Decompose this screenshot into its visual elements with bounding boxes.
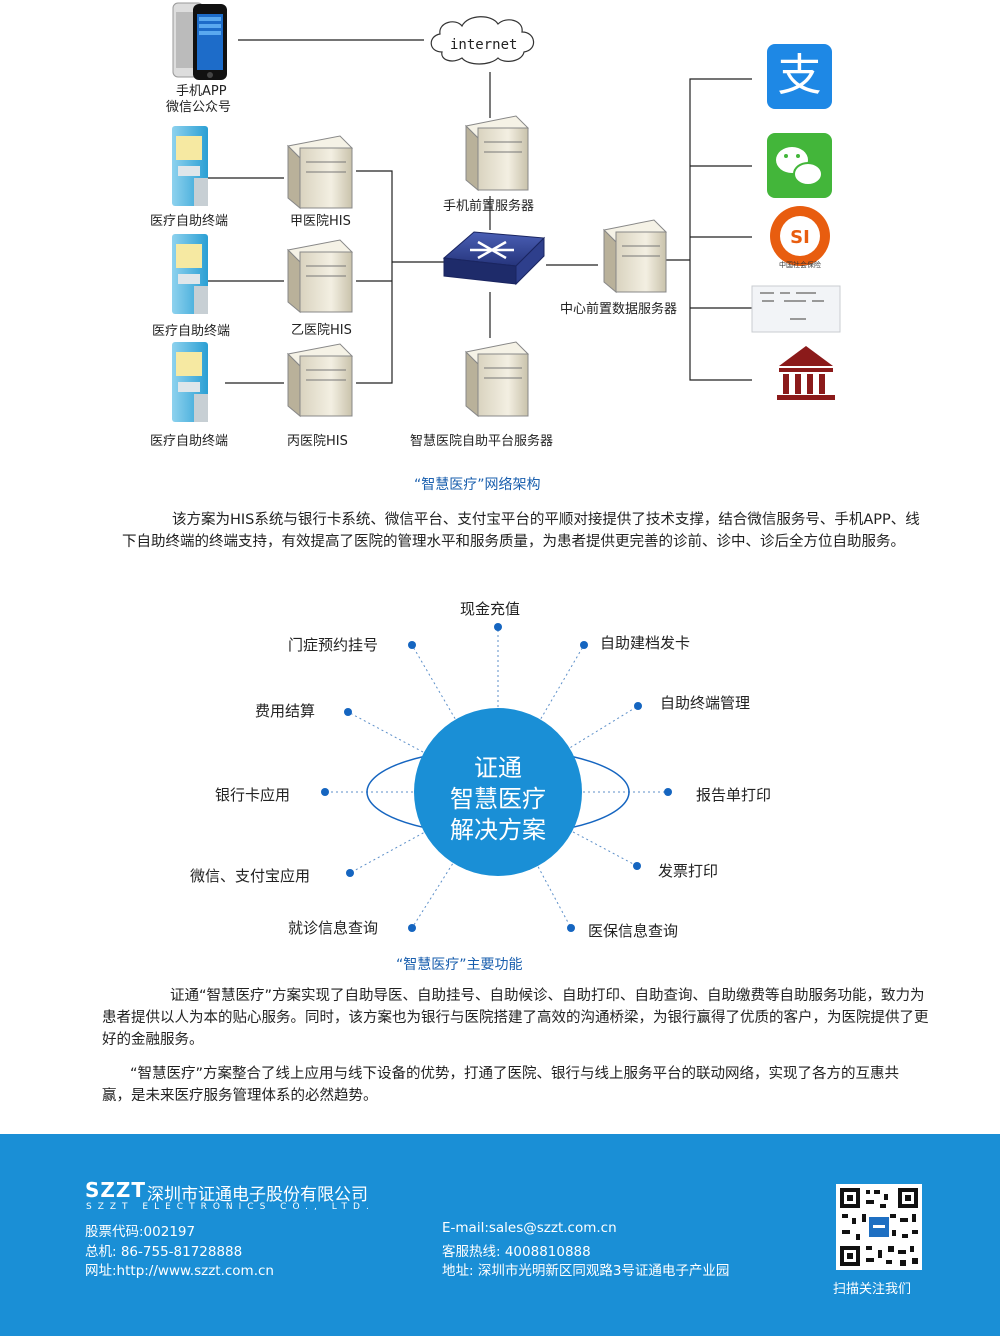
feature-dot (408, 924, 416, 932)
qr-code-icon (836, 1184, 922, 1270)
feature-dot (494, 623, 502, 631)
feature-dot (664, 788, 672, 796)
network-diagram: SI (172, 2, 841, 422)
paragraph-2: 证通“智慧医疗”方案实现了自助导医、自助挂号、自助候诊、自助打印、自助查询、自助… (102, 988, 929, 1048)
qr-caption: 扫描关注我们 (833, 1282, 912, 1297)
paragraph-1: 该方案为HIS系统与银行卡系统、微信平台、支付宝平台的平顺对接提供了技术支撑，结… (122, 512, 920, 550)
company-english-name: SZZT ELECTRONICS CO., LTD. (86, 1202, 375, 1212)
features-center-line-3: 解决方案 (450, 816, 546, 844)
server-icon-platform (464, 341, 530, 418)
features-center-line-2: 智慧医疗 (450, 785, 546, 813)
svg-text:SI: SI (790, 227, 810, 248)
kiosk-icon-2 (172, 234, 208, 314)
terminal-label-3: 医疗自助终端 (150, 434, 229, 449)
server-icon-his-c (286, 343, 354, 418)
company-name: 深圳市证通电子股份有限公司 (147, 1185, 368, 1205)
feature-dot (634, 702, 642, 710)
mobile-server-label: 手机前置服务器 (443, 199, 535, 214)
bank-building-icon (777, 346, 835, 400)
bank-card-icon (751, 285, 841, 333)
paragraph-3: “智慧医疗”方案整合了线上应用与线下设备的优势，打通了医院、银行与线上服务平台的… (102, 1066, 900, 1104)
wechat-icon (767, 133, 832, 198)
his-a-label: 甲医院HIS (290, 214, 351, 229)
feature-fee-settlement: 费用结算 (255, 702, 316, 720)
kiosk-icon-3 (172, 342, 208, 422)
feature-appointment: 门症预约挂号 (288, 636, 379, 654)
terminal-label-1: 医疗自助终端 (150, 214, 229, 229)
feature-dot (633, 862, 641, 870)
server-icon-his-a (286, 135, 354, 210)
alipay-icon (767, 44, 832, 109)
feature-dot (580, 641, 588, 649)
social-insurance-icon: SI (770, 206, 830, 266)
platform-server-label: 智慧医院自助平台服务器 (410, 434, 554, 449)
feature-bank-card: 银行卡应用 (215, 786, 291, 804)
his-c-label: 丙医院HIS (287, 434, 348, 449)
address: 地址: 深圳市光明新区同观路3号证通电子产业园 (442, 1263, 730, 1279)
switchboard: 总机: 86-755-81728888 (85, 1244, 243, 1260)
his-b-label: 乙医院HIS (291, 323, 352, 338)
center-server-label: 中心前置数据服务器 (560, 302, 678, 317)
feature-insurance-query: 医保信息查询 (588, 922, 679, 940)
internet-cloud-icon (430, 16, 535, 65)
server-icon-mobile (464, 115, 530, 192)
features-center-line-1: 证通 (474, 754, 522, 782)
feature-dot (321, 788, 329, 796)
footer: SZZT 深圳市证通电子股份有限公司 SZZT ELECTRONICS CO.,… (0, 1134, 1000, 1336)
company-logo: SZZT (85, 1178, 147, 1202)
feature-terminal-management: 自助终端管理 (660, 694, 751, 712)
feature-visit-query: 就诊信息查询 (288, 919, 379, 937)
feature-invoice-printing: 发票打印 (658, 862, 719, 880)
feature-dot (567, 924, 575, 932)
network-caption: “智慧医疗”网络架构 (414, 477, 541, 493)
kiosk-icon-1 (172, 126, 208, 206)
feature-dot (408, 641, 416, 649)
phone-icon (172, 2, 227, 80)
phone-label-app: 手机APP (176, 84, 227, 99)
feature-cash-recharge: 现金充值 (460, 600, 521, 618)
hotline: 客服热线: 4008810888 (442, 1244, 591, 1260)
server-icon-his-b (286, 239, 354, 314)
feature-wechat-alipay: 微信、支付宝应用 (190, 867, 311, 885)
alipay-glyph: 支 (777, 50, 822, 101)
connection-lines (208, 39, 752, 384)
email-link[interactable]: E-mail:sales@szzt.com.cn (442, 1220, 617, 1236)
social-insurance-text: 中国社会保险 (779, 261, 821, 269)
stock-code: 股票代码:002197 (85, 1224, 196, 1240)
features-diagram (325, 627, 668, 929)
feature-card-issuing: 自助建档发卡 (600, 634, 691, 652)
terminal-label-2: 医疗自助终端 (152, 324, 231, 339)
features-center-circle (414, 708, 582, 876)
website-link[interactable]: 网址:http://www.szzt.com.cn (85, 1263, 274, 1279)
server-icon-center (602, 219, 668, 294)
features-caption: “智慧医疗”主要功能 (396, 957, 523, 973)
internet-label: internet (450, 37, 518, 53)
feature-dot (346, 869, 354, 877)
feature-report-printing: 报告单打印 (696, 786, 772, 804)
network-switch-icon (442, 231, 546, 286)
feature-dot (344, 708, 352, 716)
phone-label-wechat: 微信公众号 (166, 100, 232, 115)
